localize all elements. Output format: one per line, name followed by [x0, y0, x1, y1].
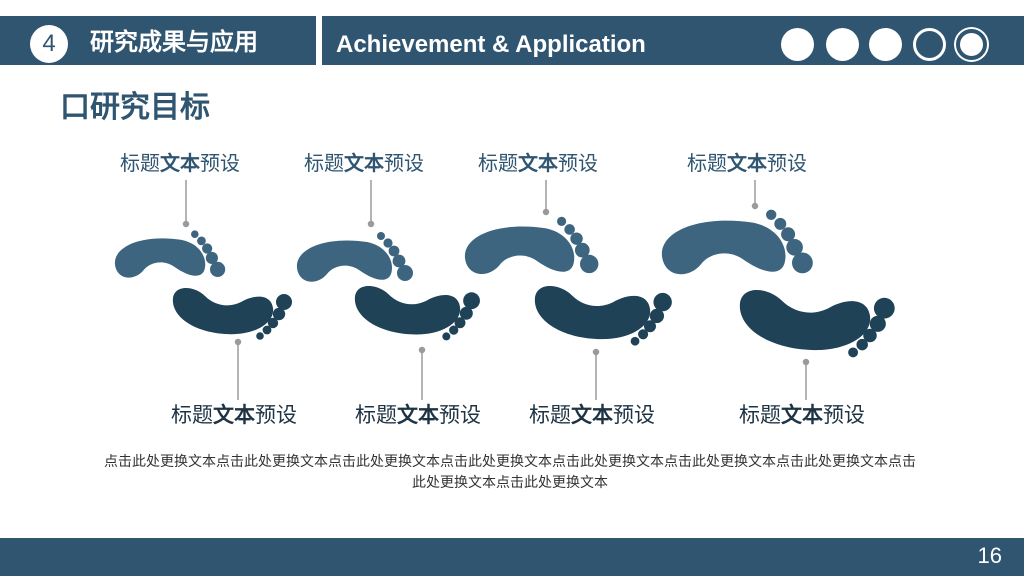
description-text: 点击此处更换文本点击此处更换文本点击此处更换文本点击此处更换文本点击此处更换文本… — [104, 454, 916, 491]
section-title-cn: 研究成果与应用 — [90, 28, 258, 56]
header-divider — [316, 16, 322, 65]
page-title: 口研究目标 — [60, 90, 210, 125]
bottom-label-1: 标题文本预设 — [171, 403, 297, 427]
nav-dot-2[interactable] — [826, 28, 859, 61]
nav-dot-4[interactable] — [913, 28, 946, 61]
page-number: 16 — [977, 543, 1002, 568]
section-title-en: Achievement & Application — [336, 31, 646, 58]
section-number-badge: 4 — [30, 25, 68, 63]
top-label-4: 标题文本预设 — [687, 151, 807, 175]
footer-bar — [0, 538, 1024, 576]
nav-dot-5-active[interactable] — [956, 29, 987, 60]
nav-dot-1[interactable] — [781, 28, 814, 61]
bottom-label-3: 标题文本预设 — [529, 403, 655, 427]
top-label-3: 标题文本预设 — [478, 151, 598, 175]
bottom-label-4: 标题文本预设 — [739, 403, 865, 427]
top-label-2: 标题文本预设 — [304, 151, 424, 175]
bottom-label-2: 标题文本预设 — [355, 403, 481, 427]
top-label-1: 标题文本预设 — [120, 151, 240, 175]
nav-dot-3[interactable] — [869, 28, 902, 61]
